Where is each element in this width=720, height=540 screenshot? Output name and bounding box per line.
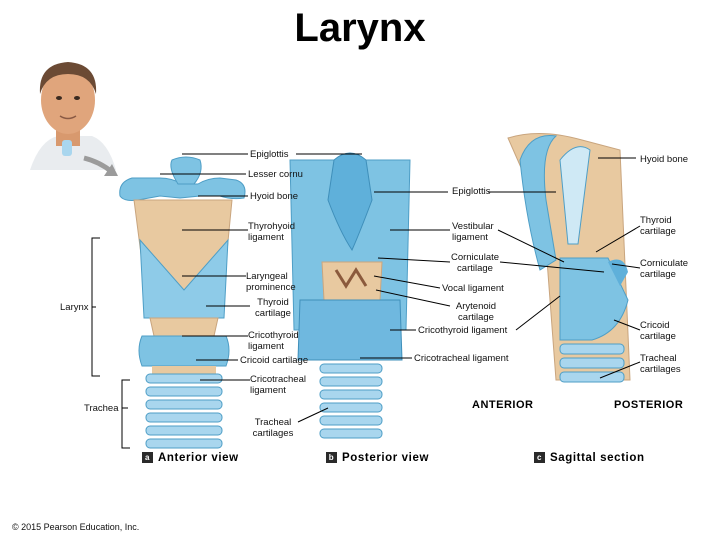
label-vestibular-ligament: Vestibular ligament [452,221,494,243]
label-corniculate-cartilage-posterior: Corniculate cartilage [450,252,500,274]
label-thyrohyoid-ligament: Thyrohyoid ligament [248,221,295,243]
page-title: Larynx [294,6,426,50]
label-lesser-cornu: Lesser cornu [248,169,303,180]
anterior-view-illustration [119,156,246,449]
label-posterior: POSTERIOR [614,399,684,411]
label-trachea: Trachea [84,403,119,414]
label-corniculate-cartilage-sagittal: Corniculate cartilage [640,258,689,280]
label-epiglottis-anterior: Epiglottis [250,149,289,160]
label-thyroid-cartilage-sagittal: Thyroid cartilage [640,215,676,237]
caption-posterior-view: b Posterior view [326,452,429,464]
label-larynx: Larynx [60,302,89,313]
label-cricothyroid-ligament-posterior: Cricothyroid ligament [418,325,508,336]
label-cricoid-cartilage-anterior: Cricoid cartilage [240,355,309,366]
caption-posterior-view-text: Posterior view [342,452,430,464]
copyright-notice: © 2015 Pearson Education, Inc. [12,522,140,532]
caption-badge-b: b [326,452,337,463]
posterior-view-illustration [289,152,411,439]
caption-anterior-view: a Anterior view [142,452,239,464]
label-anterior: ANTERIOR [472,399,534,411]
sagittal-section-illustration [507,132,631,383]
caption-badge-c: c [534,452,545,463]
caption-badge-a: a [142,452,153,463]
caption-sagittal-section-text: Sagittal section [550,452,645,464]
caption-sagittal-section: c Sagittal section [534,452,645,464]
label-tracheal-cartilages-anterior: Tracheal cartilages [252,417,294,439]
label-arytenoid-cartilage: Arytenoid cartilage [455,301,497,323]
label-cricotracheal-ligament-posterior: Cricotracheal ligament [414,353,509,364]
label-hyoid-bone-sagittal: Hyoid bone [640,154,689,165]
label-cricoid-cartilage-sagittal: Cricoid cartilage [640,320,676,342]
label-vocal-ligament: Vocal ligament [442,283,504,294]
label-tracheal-cartilages-sagittal: Tracheal cartilages [640,353,681,375]
label-cricothyroid-ligament-anterior: Cricothyroid ligament [248,330,299,352]
label-thyroid-cartilage-anterior: Thyroid cartilage [255,297,291,319]
label-cricotracheal-ligament-anterior: Cricotracheal ligament [250,374,306,396]
label-laryngeal-prominence: Laryngeal prominence [246,271,296,293]
portrait-illustration [30,62,118,176]
label-hyoid-bone-anterior: Hyoid bone [250,191,299,202]
label-epiglottis-posterior: Epiglottis [452,186,491,197]
caption-anterior-view-text: Anterior view [158,452,239,464]
